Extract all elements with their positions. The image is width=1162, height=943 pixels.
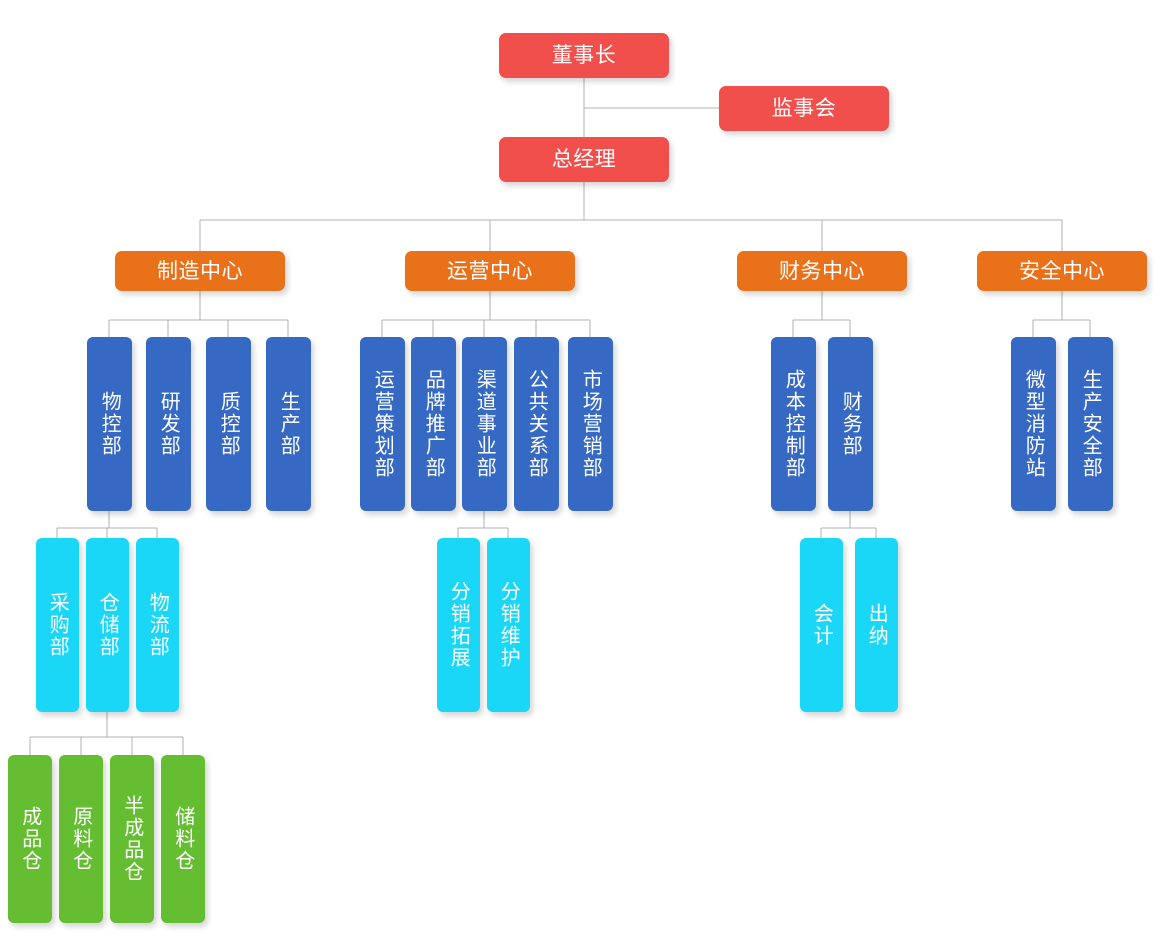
node-brand-promotion-dept[interactable]: 品牌推广部: [411, 337, 456, 511]
node-storage-material-warehouse-label: 储料仓: [171, 806, 196, 872]
node-quality-control-dept-label: 质控部: [217, 391, 242, 457]
node-finished-goods-warehouse[interactable]: 成品仓: [8, 755, 52, 923]
node-public-relations-dept[interactable]: 公共关系部: [514, 337, 559, 511]
node-cost-control-dept-label: 成本控制部: [782, 369, 807, 479]
node-raw-material-warehouse-label: 原料仓: [69, 806, 94, 872]
node-finance-center[interactable]: 财务中心: [737, 251, 907, 291]
node-distribution-maintenance-label: 分销维护: [497, 581, 522, 669]
node-distribution-expansion[interactable]: 分销拓展: [437, 538, 480, 712]
node-micro-fire-station-label: 微型消防站: [1022, 369, 1047, 479]
node-warehousing-dept-label: 仓储部: [96, 592, 121, 658]
node-micro-fire-station[interactable]: 微型消防站: [1011, 337, 1056, 511]
node-purchasing-dept[interactable]: 采购部: [36, 538, 79, 712]
node-cashier[interactable]: 出纳: [855, 538, 898, 712]
node-general-manager[interactable]: 总经理: [499, 137, 669, 182]
node-manufacturing-center[interactable]: 制造中心: [115, 251, 285, 291]
node-marketing-dept[interactable]: 市场营销部: [568, 337, 613, 511]
node-material-control-dept-label: 物控部: [98, 391, 123, 457]
node-production-safety-dept[interactable]: 生产安全部: [1068, 337, 1113, 511]
node-marketing-dept-label: 市场营销部: [579, 369, 604, 479]
node-material-control-dept[interactable]: 物控部: [87, 337, 132, 511]
node-operations-center-label: 运营中心: [447, 258, 533, 283]
node-semi-finished-warehouse-label: 半成品仓: [120, 795, 145, 883]
node-production-safety-dept-label: 生产安全部: [1079, 369, 1104, 479]
node-channel-business-dept[interactable]: 渠道事业部: [462, 337, 507, 511]
node-accounting-label: 会计: [810, 603, 835, 647]
node-operations-planning-dept[interactable]: 运营策划部: [360, 337, 405, 511]
node-accounting[interactable]: 会计: [800, 538, 843, 712]
node-supervisory-board-label: 监事会: [771, 96, 837, 121]
node-cost-control-dept[interactable]: 成本控制部: [771, 337, 816, 511]
node-operations-center[interactable]: 运营中心: [405, 251, 575, 291]
node-safety-center-label: 安全中心: [1019, 258, 1105, 283]
node-finance-dept-label: 财务部: [839, 391, 864, 457]
node-supervisory-board[interactable]: 监事会: [719, 86, 889, 131]
node-operations-planning-dept-label: 运营策划部: [371, 369, 396, 479]
node-finance-center-label: 财务中心: [779, 258, 865, 283]
node-general-manager-label: 总经理: [551, 147, 617, 172]
node-brand-promotion-dept-label: 品牌推广部: [422, 369, 447, 479]
node-logistics-dept[interactable]: 物流部: [136, 538, 179, 712]
node-rnd-dept-label: 研发部: [157, 391, 182, 457]
node-quality-control-dept[interactable]: 质控部: [206, 337, 251, 511]
node-warehousing-dept[interactable]: 仓储部: [86, 538, 129, 712]
node-chairman[interactable]: 董事长: [499, 33, 669, 78]
node-distribution-maintenance[interactable]: 分销维护: [487, 538, 530, 712]
node-public-relations-dept-label: 公共关系部: [525, 369, 550, 479]
node-rnd-dept[interactable]: 研发部: [146, 337, 191, 511]
node-channel-business-dept-label: 渠道事业部: [473, 369, 498, 479]
node-safety-center[interactable]: 安全中心: [977, 251, 1147, 291]
node-purchasing-dept-label: 采购部: [46, 592, 71, 658]
node-logistics-dept-label: 物流部: [146, 592, 171, 658]
node-chairman-label: 董事长: [551, 43, 617, 68]
node-semi-finished-warehouse[interactable]: 半成品仓: [110, 755, 154, 923]
node-distribution-expansion-label: 分销拓展: [447, 581, 472, 669]
node-storage-material-warehouse[interactable]: 储料仓: [161, 755, 205, 923]
node-finished-goods-warehouse-label: 成品仓: [18, 806, 43, 872]
node-manufacturing-center-label: 制造中心: [157, 258, 243, 283]
node-raw-material-warehouse[interactable]: 原料仓: [59, 755, 103, 923]
node-finance-dept[interactable]: 财务部: [828, 337, 873, 511]
node-production-dept[interactable]: 生产部: [266, 337, 311, 511]
node-cashier-label: 出纳: [865, 603, 890, 647]
node-production-dept-label: 生产部: [277, 391, 302, 457]
